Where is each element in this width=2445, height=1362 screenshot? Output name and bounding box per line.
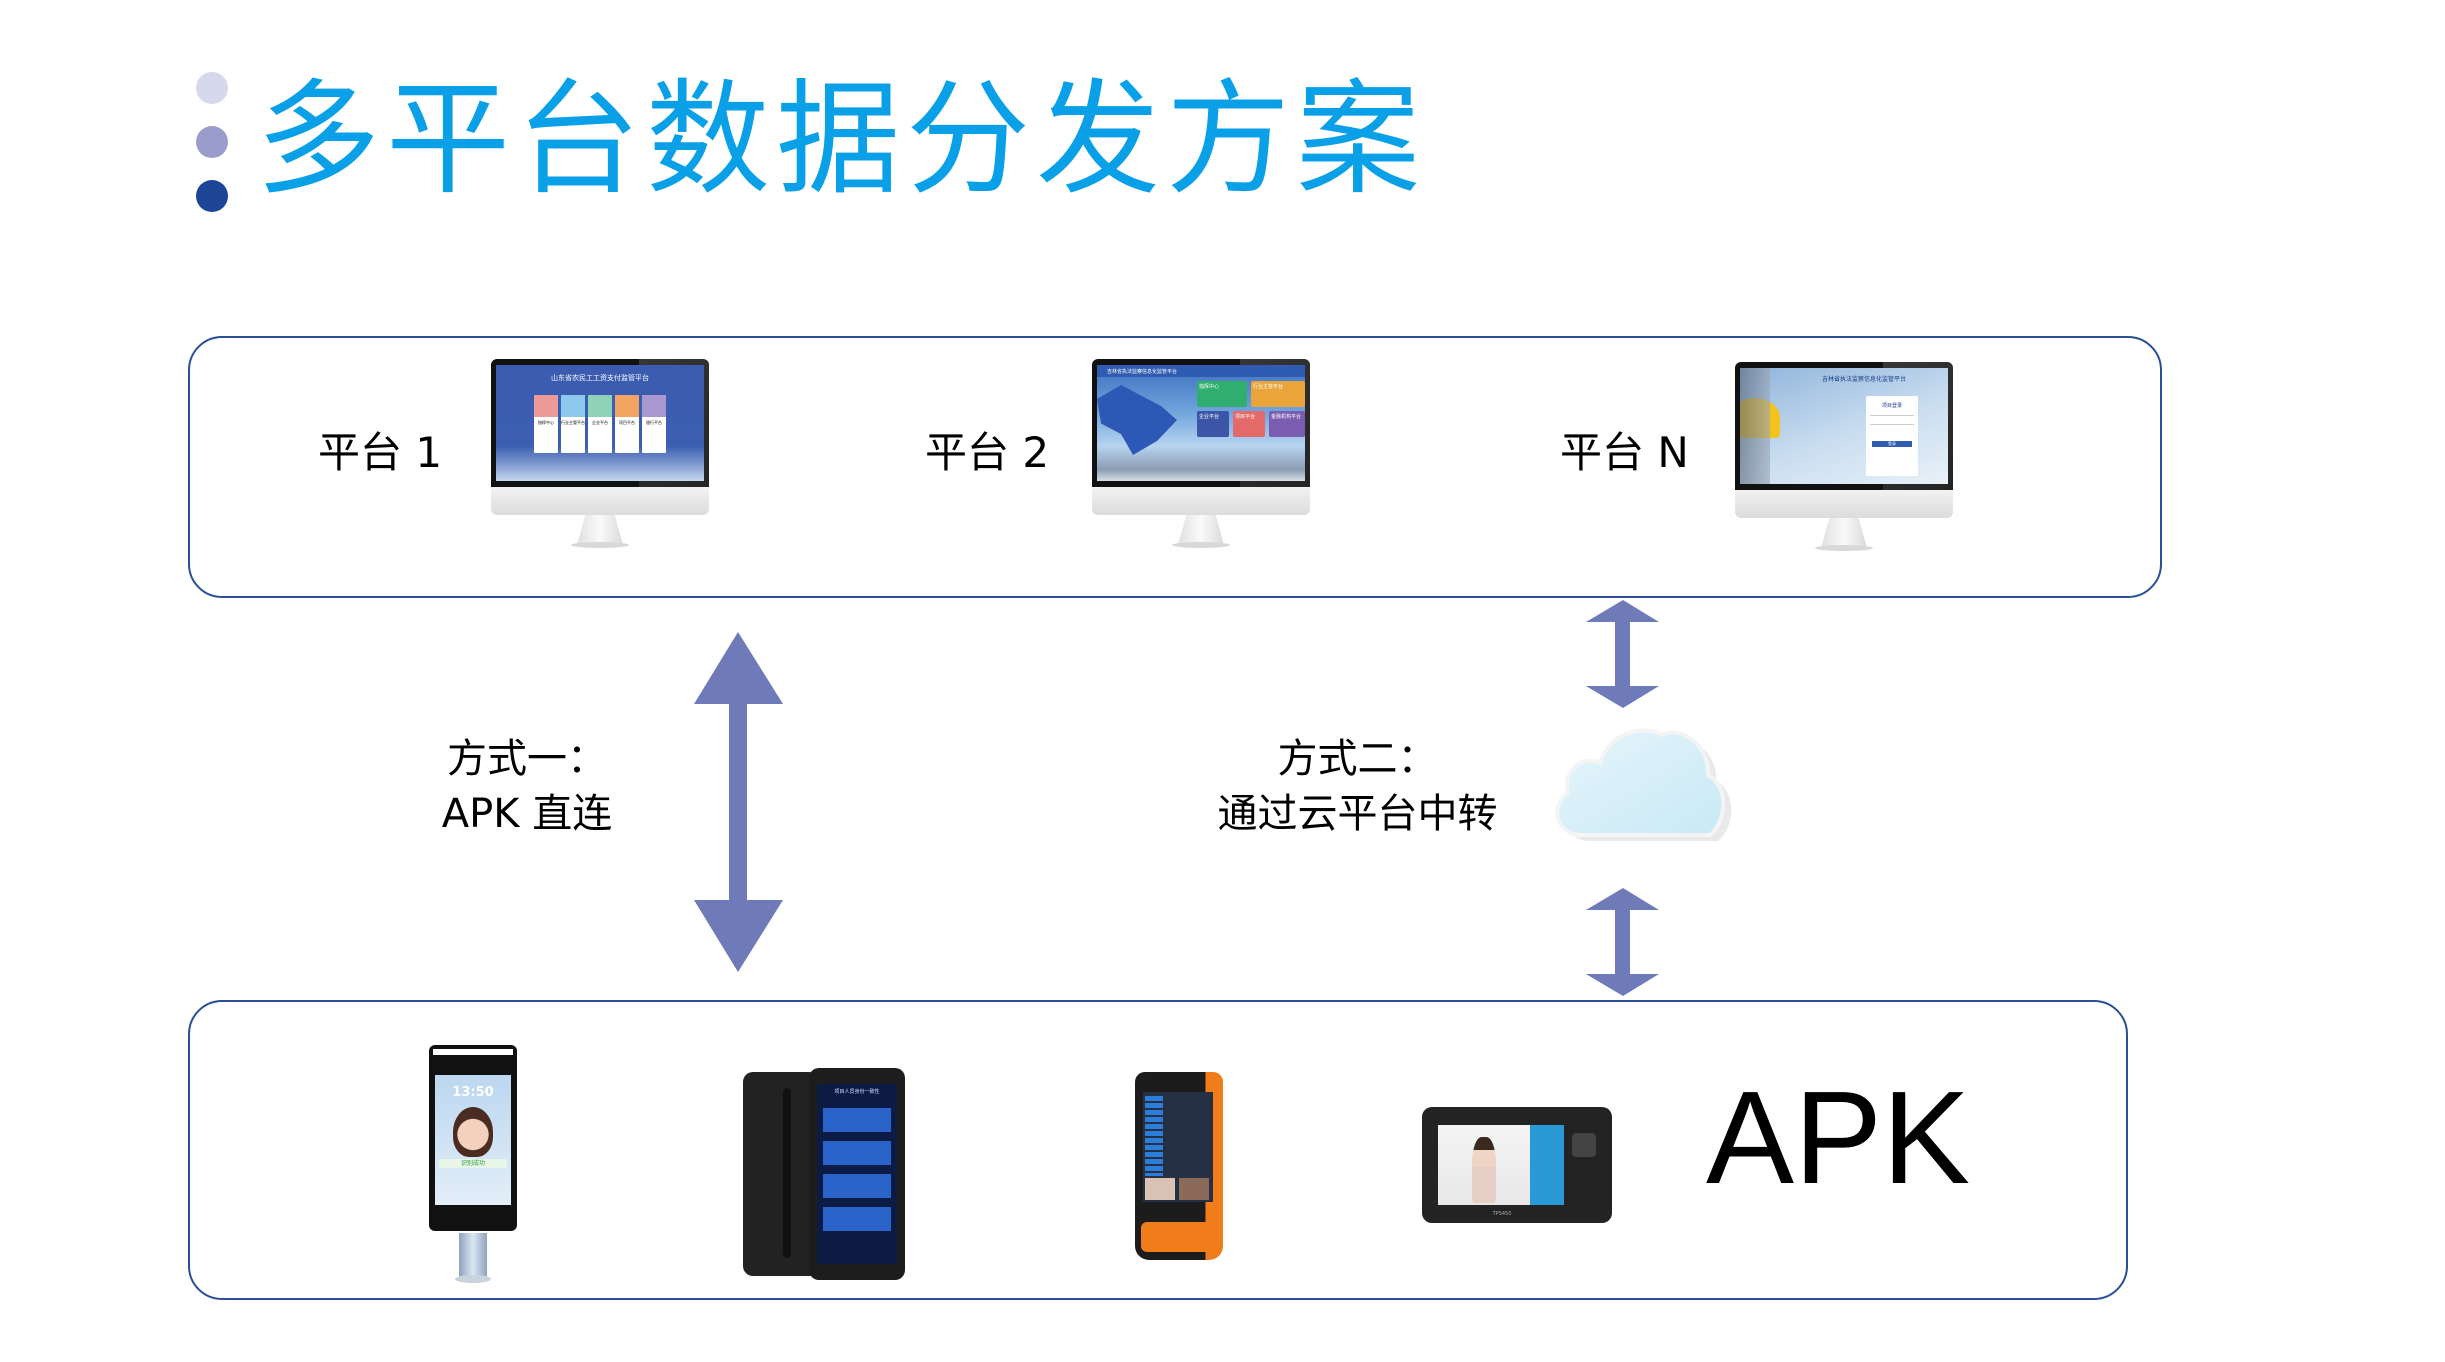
handheld-terminal <box>1135 1072 1223 1260</box>
platform-2-label: 平台 2 <box>925 428 1050 477</box>
bullet-dot-dark <box>196 180 228 212</box>
method-1-label: 方式一： APK 直连 <box>427 732 627 842</box>
double-arrow-icon <box>1586 888 1659 996</box>
face-recognition-terminal: 13:50 识别成功 <box>429 1045 517 1285</box>
cloud-platform-icon <box>1555 728 1732 841</box>
platform-n-monitor: 吉林省执法监察信息化监管平台 项目登录 登录 <box>1735 362 1953 552</box>
method-1-desc: APK 直连 <box>441 791 613 838</box>
platform-n-label: 平台 N <box>1560 428 1689 477</box>
platform-2-screen: 吉林省执法监察信息化监管平台 指挥中心 行业主管平台 企业平台 项目平台 金融机… <box>1097 365 1305 481</box>
method-2-label: 方式二： 通过云平台中转 <box>1190 732 1525 842</box>
apk-label: APK <box>1706 1064 1971 1211</box>
cloud-lower-arrow <box>1586 888 1659 996</box>
terminal-time: 13:50 <box>452 1085 494 1100</box>
bullet-dot-mid <box>196 126 228 158</box>
platform-n-screen-title: 吉林省执法监察信息化监管平台 <box>1821 376 1906 383</box>
platform-1-label: 平台 1 <box>318 428 443 477</box>
biometric-tablet: TPS450 <box>1422 1107 1612 1223</box>
phone-screen-title: 项目人员身份一致性 <box>834 1089 880 1095</box>
platform-1-monitor: 山东省农民工工资支付监管平台 指挥中心 行业主管平台 企业平台 项目平台 银行平… <box>491 359 709 549</box>
cloud-upper-arrow <box>1586 600 1659 708</box>
platform-1-screen-title: 山东省农民工工资支付监管平台 <box>551 374 649 382</box>
direct-connection-arrow <box>694 632 783 972</box>
page-title: 多平台数据分发方案 <box>256 68 1427 212</box>
rugged-phone: 项目人员身份一致性 <box>743 1068 905 1280</box>
method-2-title: 方式二： <box>1277 736 1438 782</box>
platform-n-screen: 吉林省执法监察信息化监管平台 项目登录 登录 <box>1740 368 1948 484</box>
method-1-title: 方式一： <box>447 736 607 782</box>
terminal-status: 识别成功 <box>439 1159 507 1168</box>
tablet-model: TPS450 <box>1492 1211 1512 1217</box>
double-arrow-icon <box>1586 600 1659 708</box>
double-arrow-icon <box>694 632 783 972</box>
platform-1-screen: 山东省农民工工资支付监管平台 指挥中心 行业主管平台 企业平台 项目平台 银行平… <box>496 365 704 481</box>
bullet-dot-light <box>196 72 228 104</box>
platform-2-monitor: 吉林省执法监察信息化监管平台 指挥中心 行业主管平台 企业平台 项目平台 金融机… <box>1092 359 1310 549</box>
platform-2-screen-title: 吉林省执法监察信息化监管平台 <box>1107 369 1178 375</box>
method-2-desc: 通过云平台中转 <box>1217 791 1498 838</box>
